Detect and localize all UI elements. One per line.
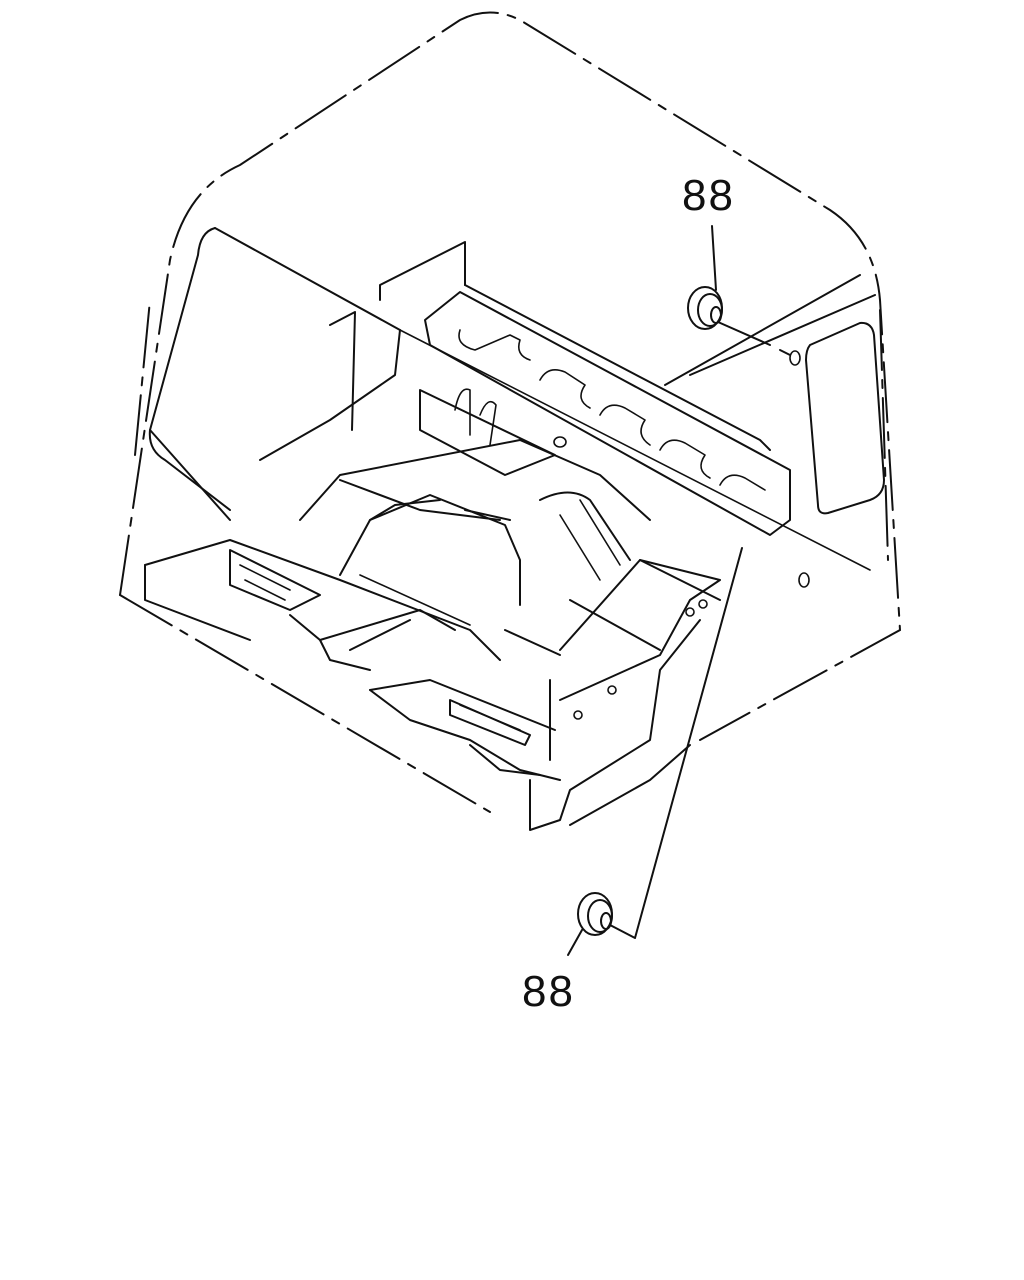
- callout-label-lower: 88: [522, 967, 575, 1016]
- callout-label-upper: 88: [682, 171, 735, 220]
- seat-riser: [299, 388, 651, 581]
- grommet-lower: [577, 892, 613, 936]
- grommet-upper: [687, 286, 723, 330]
- leader-line-lower: [609, 547, 743, 939]
- floor-pan: [144, 539, 721, 831]
- back-panel: [259, 241, 771, 461]
- mounting-holes: [553, 350, 810, 720]
- body-edge-lines: [149, 227, 876, 571]
- rear-window-opening: [148, 227, 231, 511]
- leader-line-upper: [717, 321, 771, 346]
- leader-line-upper-pointer: [779, 349, 791, 356]
- transmission-tunnel: [339, 494, 561, 656]
- cab-outline-phantom: [119, 11, 902, 813]
- callout-pointer-upper: [711, 225, 717, 291]
- side-window-opening: [805, 321, 885, 515]
- rear-crossmember: [424, 291, 791, 536]
- callout-pointer-lower: [567, 929, 583, 956]
